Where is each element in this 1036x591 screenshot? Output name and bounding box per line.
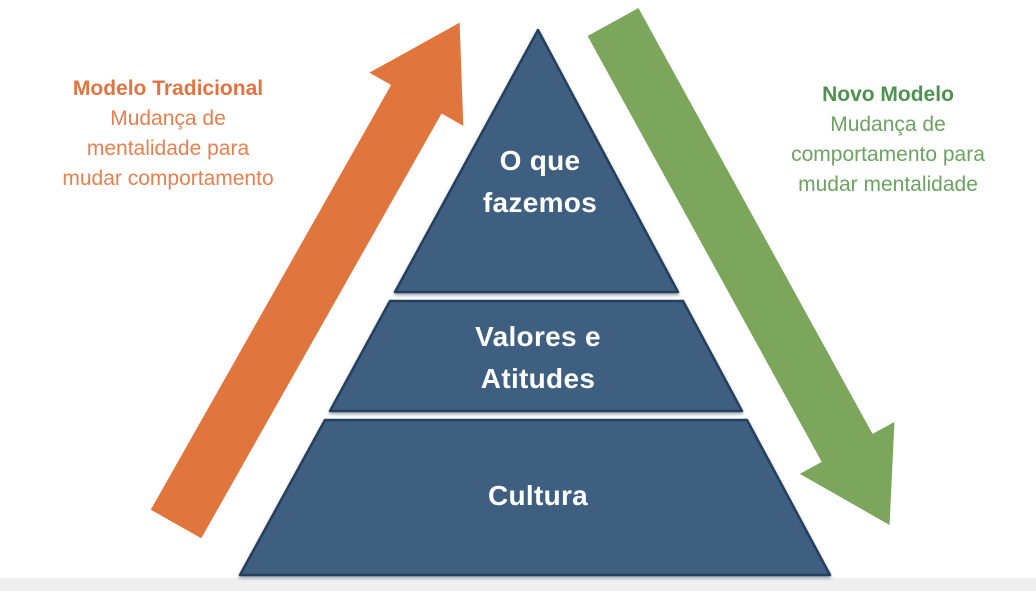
right-annotation-line: comportamento para bbox=[791, 143, 985, 166]
pyramid-label-top-line: fazemos bbox=[482, 187, 598, 218]
right-annotation-title: Novo Modelo bbox=[822, 83, 954, 106]
right-annotation-line: Mudança de bbox=[830, 113, 946, 136]
footer-strip bbox=[0, 578, 1036, 591]
left-annotation: Modelo Tradicional Mudança de mentalidad… bbox=[18, 74, 318, 194]
up-arrow-icon bbox=[150, 22, 464, 539]
pyramid-level-bottom bbox=[238, 418, 832, 577]
left-annotation-line: mudar comportamento bbox=[62, 167, 274, 190]
pyramid-label-middle-line: Valores e bbox=[475, 321, 601, 352]
pyramid-label-top: O que fazemos bbox=[390, 140, 690, 224]
pyramid-label-middle: Valores e Atitudes bbox=[388, 316, 688, 400]
left-annotation-title: Modelo Tradicional bbox=[72, 77, 264, 100]
pyramid-label-bottom: Cultura bbox=[388, 475, 688, 517]
pyramid-label-top-line: O que bbox=[499, 145, 581, 176]
pyramid-label-bottom-line: Cultura bbox=[487, 480, 589, 511]
pyramid-label-middle-line: Atitudes bbox=[480, 363, 596, 394]
right-annotation-line: mudar mentalidade bbox=[798, 173, 978, 196]
right-annotation: Novo Modelo Mudança de comportamento par… bbox=[758, 80, 1018, 200]
pyramid-level-middle bbox=[328, 299, 744, 413]
down-arrow-shape bbox=[587, 8, 895, 526]
left-annotation-line: Mudança de bbox=[110, 107, 226, 130]
down-arrow-icon bbox=[587, 8, 895, 526]
left-annotation-line: mentalidade para bbox=[86, 137, 250, 160]
pyramid-level-top bbox=[393, 28, 680, 294]
up-arrow-shape bbox=[150, 22, 464, 539]
